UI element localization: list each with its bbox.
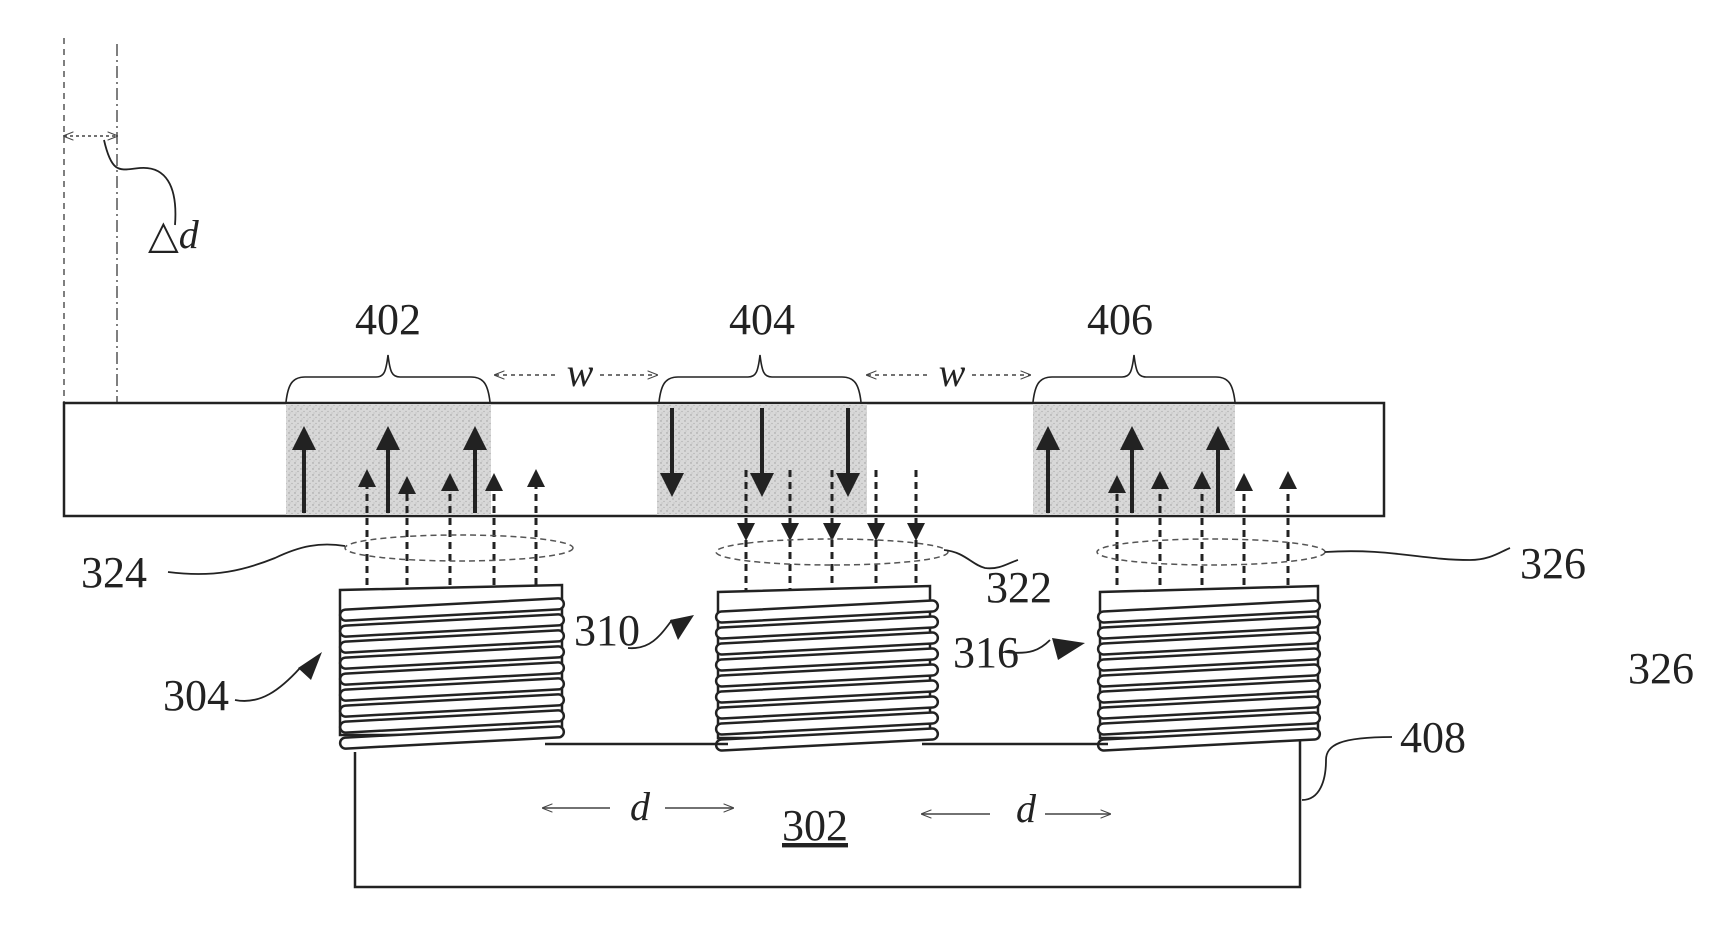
coil-310 <box>716 586 938 751</box>
label-408: 408 <box>1400 713 1466 762</box>
upper-plate <box>64 403 1384 516</box>
gap-w-2: w <box>939 350 966 395</box>
label-406: 406 <box>1087 295 1153 344</box>
label-324: 324 <box>81 548 147 597</box>
label-316: 316 <box>953 628 1019 677</box>
core-302: 302 <box>355 740 1300 887</box>
gap-w-1: w <box>567 350 594 395</box>
gap-dimensions: w w <box>495 350 1030 395</box>
coil-304 <box>340 585 564 749</box>
delta-d-label: △d <box>148 212 200 257</box>
spacing-d-1: d <box>630 784 651 829</box>
spacing-d-2: d <box>1016 786 1037 831</box>
label-310: 310 <box>574 606 640 655</box>
label-304: 304 <box>163 671 229 720</box>
coil-316 <box>1098 586 1320 751</box>
label-322: 322 <box>986 563 1052 612</box>
region-braces: 402 404 406 <box>286 295 1235 402</box>
label-326-extra: 326 <box>1628 644 1694 693</box>
core-label: 302 <box>782 801 848 850</box>
label-404: 404 <box>729 295 795 344</box>
label-402: 402 <box>355 295 421 344</box>
flux-ellipses <box>345 535 1325 565</box>
delta-d-reference: △d <box>64 38 200 402</box>
label-326: 326 <box>1520 539 1586 588</box>
